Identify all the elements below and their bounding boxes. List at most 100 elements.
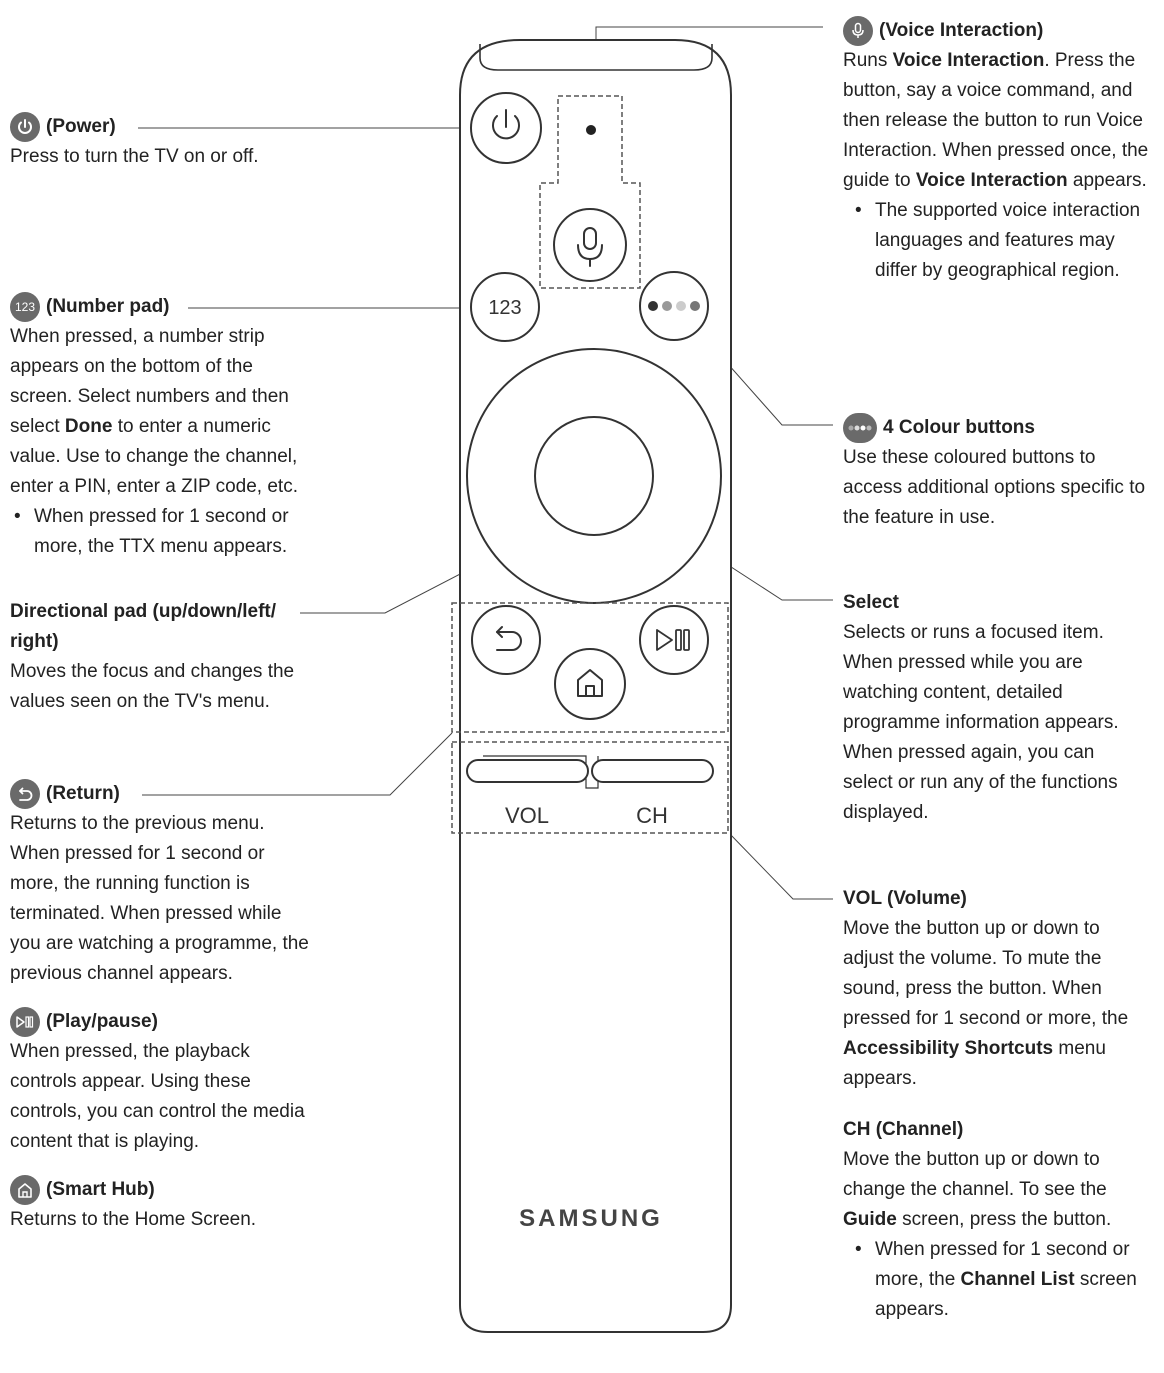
channel-bullet: When pressed for 1 second or more, the C…: [851, 1235, 1161, 1325]
select-button[interactable]: [534, 416, 654, 536]
return-line: you are watching a programme, the: [10, 933, 309, 954]
vol-label: VOL: [505, 803, 549, 828]
volume-rocker[interactable]: [466, 755, 599, 789]
smart-hub-button[interactable]: [554, 648, 626, 720]
select-annotation: Select Selects or runs a focused item. W…: [843, 588, 1161, 828]
callout-line-volume: [727, 831, 833, 900]
play-pause-button[interactable]: [639, 605, 709, 675]
voice-bullet: The supported voice interactionlanguages…: [851, 196, 1161, 286]
directional-pad-title: right): [10, 631, 59, 652]
volume-title: VOL (Volume): [843, 888, 967, 909]
directional-pad-title: Directional pad (up/down/left/: [10, 601, 276, 622]
power-icon: [10, 112, 40, 142]
play-pause-icon: [656, 629, 690, 651]
vol-ch-area-outline: [451, 741, 729, 834]
colour-line: the feature in use.: [843, 507, 996, 528]
number-pad-line: screen. Select numbers and then: [10, 386, 289, 407]
number-pad-annotation: 123 (Number pad) When pressed, a number …: [10, 292, 340, 562]
return-title: (Return): [46, 783, 120, 804]
smart-hub-title: (Smart Hub): [46, 1179, 155, 1200]
smart-hub-line: Returns to the Home Screen.: [10, 1209, 257, 1230]
select-line: When pressed again, you can: [843, 742, 1095, 763]
voice-line: Runs Voice Interaction. Press the: [843, 50, 1136, 71]
return-button[interactable]: [471, 605, 541, 675]
play-pause-line: content that is playing.: [10, 1131, 200, 1152]
directional-pad-line: Moves the focus and changes the: [10, 661, 295, 682]
volume-line: pressed for 1 second or more, the: [843, 1008, 1129, 1029]
navigation-area-outline: [451, 602, 729, 733]
directional-pad-line: values seen on the TV's menu.: [10, 691, 270, 712]
return-line: When pressed for 1 second or: [10, 843, 265, 864]
remote-top-cap: [479, 44, 713, 71]
voice-annotation: (Voice Interaction) Runs Voice Interacti…: [843, 16, 1161, 286]
return-icon: [496, 631, 522, 651]
select-line: programme information appears.: [843, 712, 1119, 733]
colour-buttons[interactable]: [639, 271, 709, 341]
voice-title: (Voice Interaction): [879, 20, 1044, 41]
microphone-hole: [586, 125, 596, 135]
power-icon: [492, 115, 520, 140]
select-title: Select: [843, 592, 899, 613]
channel-rocker[interactable]: [591, 759, 714, 783]
volume-line: Accessibility Shortcuts menu: [843, 1038, 1106, 1059]
channel-line: change the channel. To see the: [843, 1179, 1107, 1200]
voice-line: button, say a voice command, and: [843, 80, 1133, 101]
play-pause-title: (Play/pause): [46, 1011, 158, 1032]
colour-dots-icon: [648, 301, 700, 311]
volume-line: adjust the volume. To mute the: [843, 948, 1102, 969]
samsung-logo: SAMSUNG: [519, 1205, 663, 1232]
number-pad-icon: 123: [10, 292, 40, 322]
number-pad-line: When pressed, a number strip: [10, 326, 265, 347]
select-line: select or run any of the functions: [843, 772, 1118, 793]
number-pad-line: enter a PIN, enter a ZIP code, etc.: [10, 476, 298, 497]
return-icon: [10, 779, 40, 809]
number-pad-line: appears on the bottom of the: [10, 356, 253, 377]
directional-pad-annotation: Directional pad (up/down/left/ right) Mo…: [10, 597, 340, 717]
volume-line: appears.: [843, 1068, 917, 1089]
play-pause-line: controls, you can control the media: [10, 1101, 305, 1122]
number-pad-line: select Done to enter a numeric: [10, 416, 271, 437]
volume-annotation: VOL (Volume) Move the button up or down …: [843, 884, 1161, 1094]
number-pad-title: (Number pad): [46, 296, 170, 317]
volume-line: sound, press the button. When: [843, 978, 1102, 999]
callout-line-return: [142, 732, 453, 796]
return-line: previous channel appears.: [10, 963, 233, 984]
channel-line: Guide screen, press the button.: [843, 1209, 1112, 1230]
number-pad-key-label: 123: [488, 297, 521, 319]
return-line: more, the running function is: [10, 873, 250, 894]
select-line: watching content, detailed: [843, 682, 1063, 703]
colour-line: Use these coloured buttons to: [843, 447, 1096, 468]
voice-area-outline: [539, 95, 641, 289]
colour-title: 4 Colour buttons: [883, 417, 1035, 438]
select-line: When pressed while you are: [843, 652, 1083, 673]
return-line: Returns to the previous menu.: [10, 813, 265, 834]
voice-button[interactable]: [553, 208, 627, 282]
channel-annotation: CH (Channel) Move the button up or down …: [843, 1115, 1161, 1325]
microphone-icon: [843, 16, 873, 46]
ch-label: CH: [636, 803, 668, 828]
play-pause-annotation: (Play/pause) When pressed, the playback …: [10, 1007, 350, 1157]
channel-line: Move the button up or down to: [843, 1149, 1100, 1170]
smart-hub-annotation: (Smart Hub) Returns to the Home Screen.: [10, 1175, 340, 1235]
return-annotation: (Return) Returns to the previous menu. W…: [10, 779, 350, 989]
home-icon: [577, 669, 603, 697]
volume-line: Move the button up or down to: [843, 918, 1100, 939]
colour-dots-icon: [843, 413, 877, 443]
colour-annotation: 4 Colour buttons Use these coloured butt…: [843, 413, 1161, 533]
power-button[interactable]: [470, 92, 542, 164]
number-pad-line: value. Use to change the channel,: [10, 446, 298, 467]
voice-line: then release the button to run Voice: [843, 110, 1143, 131]
voice-line: Interaction. When pressed once, the: [843, 140, 1149, 161]
number-pad-button[interactable]: 123: [470, 272, 540, 342]
select-line: displayed.: [843, 802, 929, 823]
channel-title: CH (Channel): [843, 1119, 964, 1140]
play-pause-line: When pressed, the playback: [10, 1041, 250, 1062]
play-pause-line: controls appear. Using these: [10, 1071, 251, 1092]
remote-control: 123: [451, 39, 732, 1333]
microphone-icon: [577, 227, 603, 267]
colour-line: access additional options specific to: [843, 477, 1146, 498]
voice-line: guide to Voice Interaction appears.: [843, 170, 1147, 191]
power-desc: Press to turn the TV on or off.: [10, 146, 259, 167]
